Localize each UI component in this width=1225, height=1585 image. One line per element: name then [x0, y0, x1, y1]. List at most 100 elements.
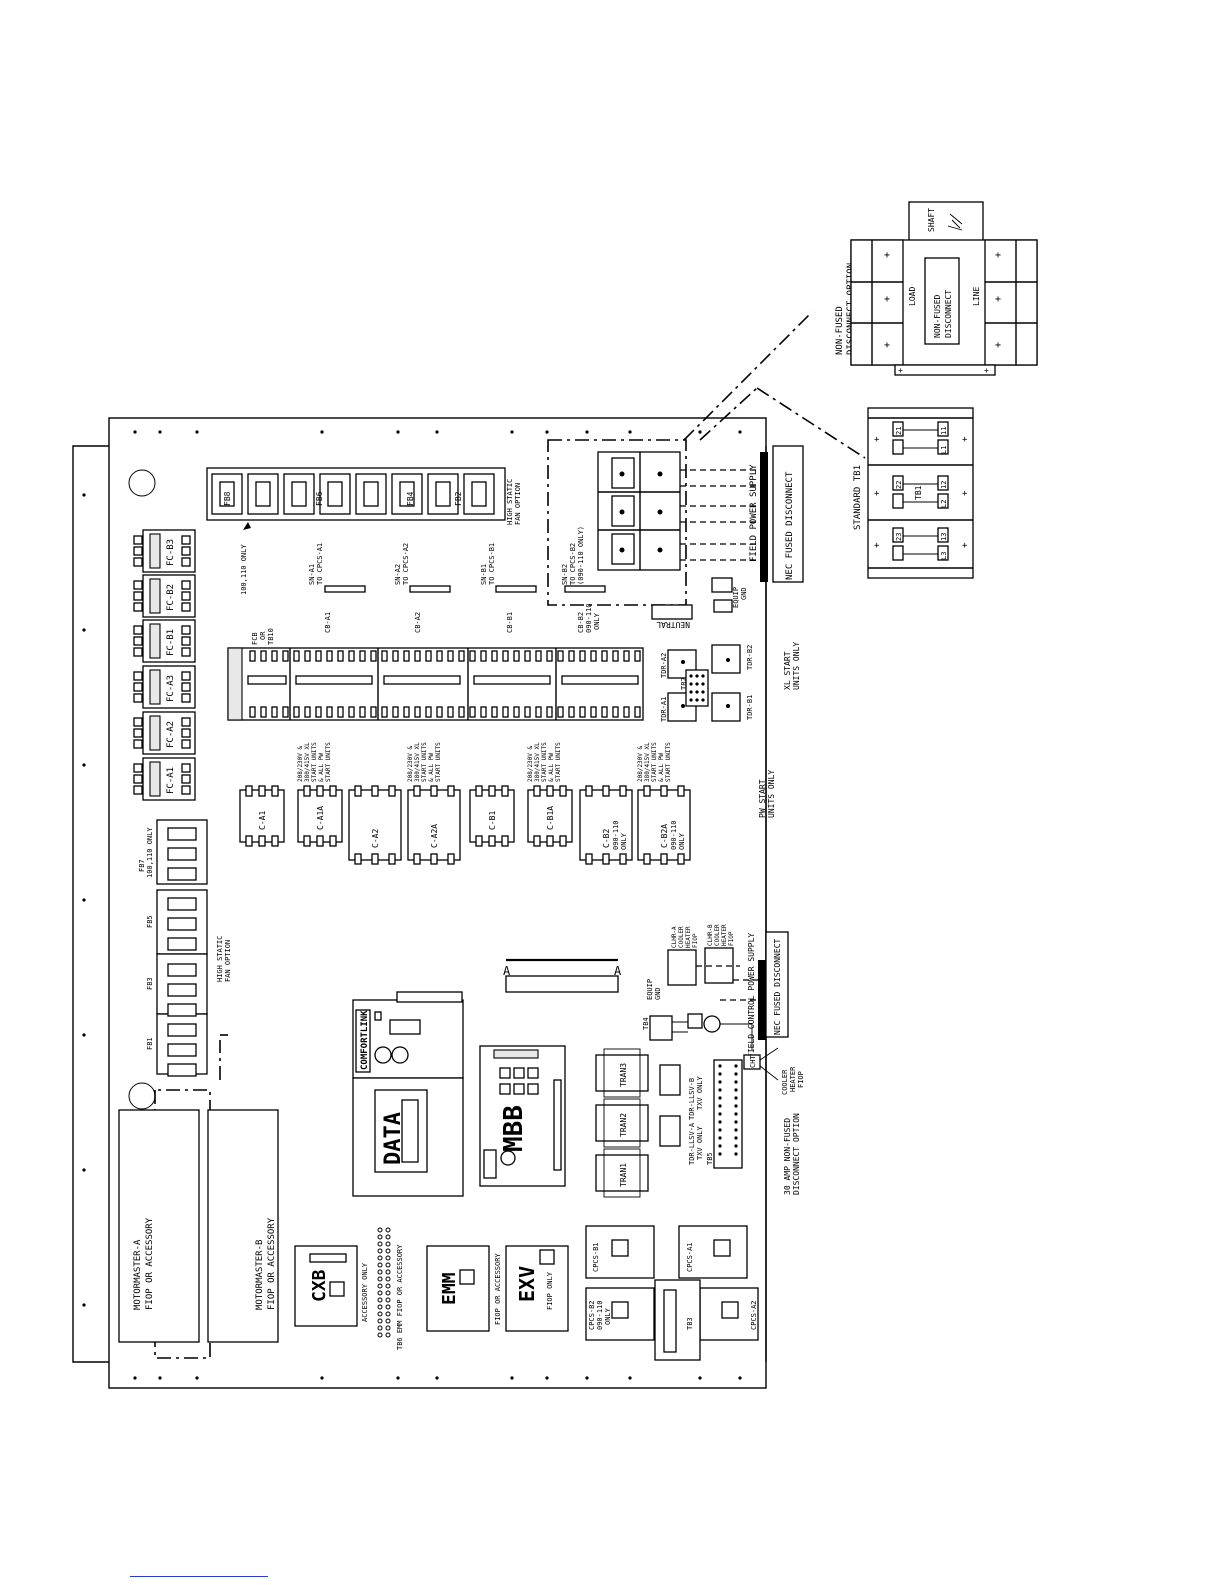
svg-text:CB-B1: CB-B1 — [506, 612, 514, 633]
terminal — [181, 717, 191, 727]
cb-terminal — [491, 706, 498, 718]
tb6-terminal — [385, 1311, 391, 1317]
tb2-terminal — [695, 682, 699, 686]
svg-text:HIGH STATIC: HIGH STATIC — [506, 479, 514, 525]
field-power-supply-label: FIELD POWER SUPPLY — [749, 464, 759, 562]
terminal — [133, 591, 143, 601]
cb-terminal — [612, 706, 619, 718]
contactor-terminal — [559, 785, 567, 797]
fuse-holder — [167, 917, 197, 931]
cb-terminal — [590, 650, 597, 662]
fb2-label: FB2 — [454, 491, 463, 506]
tb5-terminal — [718, 1112, 722, 1116]
footer-link-underline[interactable] — [130, 1576, 268, 1577]
svg-text:30 AMP NON-FUSED: 30 AMP NON-FUSED — [783, 1118, 792, 1195]
tb6-terminal — [377, 1325, 383, 1331]
svg-text:100,110 ONLY: 100,110 ONLY — [240, 544, 248, 595]
terminal — [181, 785, 191, 795]
tb6-terminal — [385, 1262, 391, 1268]
svg-text:L1: L1 — [940, 446, 948, 454]
svg-text:CB-A1: CB-A1 — [324, 612, 332, 633]
transformer-label: TRAN1 — [619, 1163, 628, 1187]
fuse-holder — [167, 1043, 197, 1057]
mount-hole — [133, 430, 137, 434]
contactor-terminal — [430, 853, 438, 865]
contactor-note: 208/230V & — [637, 745, 644, 782]
fuse-element — [291, 481, 307, 507]
svg-text:UNITS ONLY: UNITS ONLY — [792, 642, 801, 690]
svg-text:XL START: XL START — [783, 651, 792, 690]
contactor-terminal — [354, 785, 362, 797]
fuse-holder — [427, 473, 459, 515]
svg-text:TB5: TB5 — [706, 1152, 714, 1165]
cb-terminal — [414, 706, 421, 718]
contactor-note: 380/415V XL — [644, 742, 651, 782]
cb-terminal — [414, 650, 421, 662]
cb-terminal — [436, 650, 443, 662]
svg-text:EQUIP: EQUIP — [732, 587, 740, 608]
fb6-label: FB6 — [315, 491, 324, 506]
svg-text:FB5: FB5 — [146, 915, 154, 928]
tb6-terminal — [385, 1276, 391, 1282]
mbb-led — [527, 1067, 539, 1079]
mount-hole — [158, 1376, 162, 1380]
terminal — [133, 535, 143, 545]
contactor-terminal — [413, 785, 421, 797]
mount-hole — [585, 1376, 589, 1380]
mount-hole — [195, 430, 199, 434]
svg-text:A: A — [614, 964, 622, 978]
contactor-terminal — [329, 785, 337, 797]
svg-text:TO CPCS-B1: TO CPCS-B1 — [488, 543, 496, 585]
terminal — [133, 717, 143, 727]
tb5-terminal — [734, 1128, 738, 1132]
motormaster-area: MOTORMASTER-A FIOP OR ACCESSORY MOTORMAS… — [118, 1040, 279, 1359]
tb5-terminal — [718, 1104, 722, 1108]
contactor-terminal — [643, 785, 651, 797]
contactor-terminal — [533, 785, 541, 797]
contactor-note: 208/230V & — [527, 745, 534, 782]
cb-terminal — [524, 650, 531, 662]
contactor-note: & ALL PW — [428, 753, 435, 782]
transformer — [595, 1054, 649, 1092]
terminal — [133, 785, 143, 795]
svg-text:TB3: TB3 — [686, 1317, 694, 1330]
mount-hole — [82, 493, 86, 497]
svg-text:HEATER: HEATER — [685, 926, 692, 948]
svg-text:+: + — [874, 541, 880, 551]
mount-hole — [195, 1376, 199, 1380]
terminal — [181, 580, 191, 590]
svg-text:+: + — [995, 340, 1001, 351]
tb6-terminal — [385, 1325, 391, 1331]
contactor-terminal — [245, 785, 253, 797]
contactor-terminal — [316, 785, 324, 797]
fuse-holder — [355, 473, 387, 515]
tb6-terminal — [385, 1318, 391, 1324]
cb-terminal — [535, 706, 542, 718]
tb5-terminal — [718, 1064, 722, 1068]
tb5-terminal — [734, 1120, 738, 1124]
svg-text:23: 23 — [895, 533, 903, 541]
svg-text:SN-B1: SN-B1 — [480, 564, 488, 585]
svg-text:+: + — [884, 294, 890, 305]
svg-text:TO CPCS-B2: TO CPCS-B2 — [569, 543, 577, 585]
svg-text:+: + — [962, 541, 968, 551]
mount-hole — [545, 1376, 549, 1380]
contactor-terminal — [388, 853, 396, 865]
cb-terminal — [513, 650, 520, 662]
mount-hole — [545, 430, 549, 434]
terminal — [133, 546, 143, 556]
tb5-terminal — [734, 1080, 738, 1084]
tb6-terminal — [377, 1262, 383, 1268]
svg-text:+: + — [962, 435, 968, 445]
contactor-note: 380/415V XL — [414, 742, 421, 782]
terminal — [133, 647, 143, 657]
svg-text:A: A — [503, 964, 511, 978]
svg-text:COOLER: COOLER — [781, 1069, 789, 1095]
contactor-terminal — [245, 835, 253, 847]
svg-text:21: 21 — [895, 427, 903, 435]
contactor-terminal — [258, 785, 266, 797]
contactor-terminal — [303, 785, 311, 797]
contactor-terminal — [271, 835, 279, 847]
